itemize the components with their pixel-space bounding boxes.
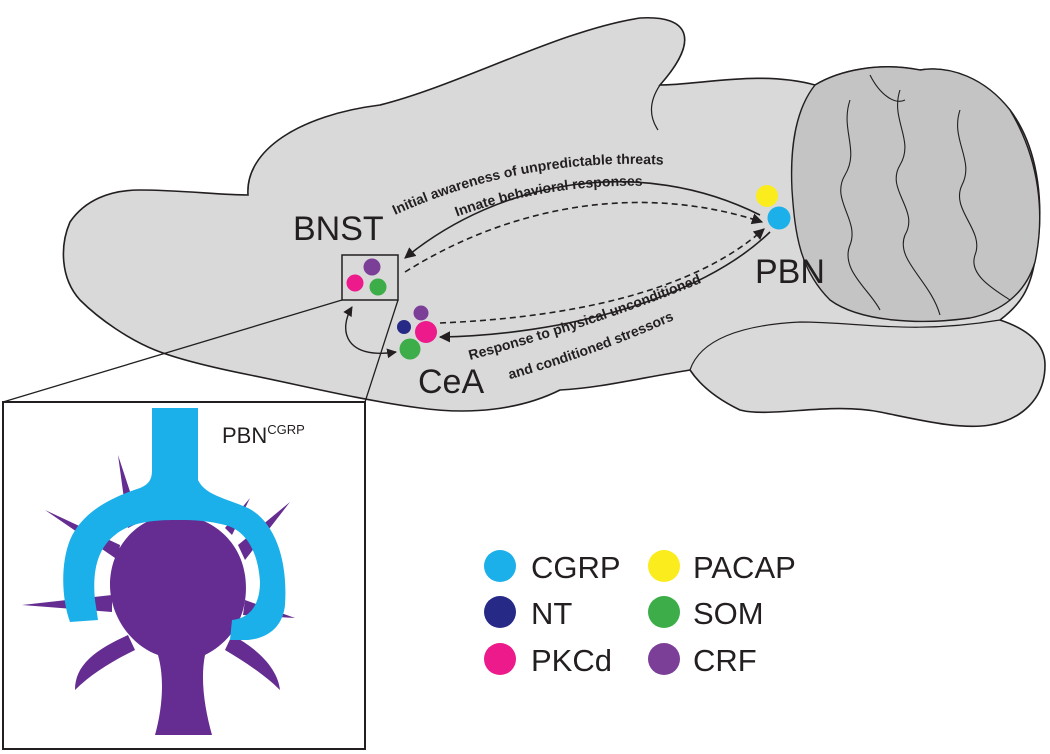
cerebellum-fold bbox=[895, 89, 941, 316]
pbn-pacap-cell bbox=[756, 185, 778, 207]
cgrp-axon-terminal bbox=[63, 408, 286, 640]
legend-nt-label: NT bbox=[531, 596, 572, 631]
bnst-to-pbn-arrow bbox=[404, 201, 764, 273]
legend-pkcd-label: PKCd bbox=[531, 643, 612, 678]
legend-cgrp-label: CGRP bbox=[531, 550, 621, 585]
legend-pacap-label: PACAP bbox=[693, 550, 796, 585]
neuron-dendrite bbox=[225, 635, 280, 690]
legend-som-swatch bbox=[648, 596, 680, 628]
brain-contour bbox=[650, 84, 661, 131]
legend-nt-swatch bbox=[484, 596, 516, 628]
legend-crf-label: CRF bbox=[693, 643, 757, 678]
neuron-soma bbox=[110, 515, 246, 735]
cea-crf-cell bbox=[413, 305, 429, 321]
pbn-cgrp-cell bbox=[767, 206, 791, 230]
cerebellum bbox=[790, 66, 1041, 323]
legend-crf-swatch bbox=[648, 643, 680, 675]
legend-pacap-swatch bbox=[648, 550, 680, 582]
cea-som-cell bbox=[399, 338, 421, 360]
cerebellum-fold bbox=[957, 109, 1011, 301]
bnst-label: BNST bbox=[293, 210, 384, 248]
cea-nt-cell bbox=[397, 320, 411, 334]
cerebellum-fold bbox=[869, 74, 906, 102]
zoom-line bbox=[2, 299, 343, 403]
legend-cgrp-swatch bbox=[484, 550, 516, 582]
cea-label: CeA bbox=[418, 363, 484, 401]
legend-som-label: SOM bbox=[693, 596, 764, 631]
bnst-pkcd-cell bbox=[346, 274, 364, 292]
cerebellum-fold bbox=[840, 99, 881, 311]
legend-pkcd-swatch bbox=[484, 643, 516, 675]
bnst-crf-cell bbox=[363, 258, 381, 276]
zoom-line bbox=[364, 299, 399, 403]
inset-title: PBNCGRP bbox=[222, 422, 305, 448]
cea-to-pbn-arrow bbox=[439, 228, 765, 324]
bnst-som-cell bbox=[369, 278, 387, 296]
neuron-dendrite bbox=[75, 635, 135, 690]
legend: CGRP PACAP NT SOM PKCd CRF bbox=[484, 550, 796, 678]
cea-pkcd-cell bbox=[415, 321, 437, 343]
pbn-to-bnst-arrow bbox=[404, 180, 761, 259]
pbn-label: PBN bbox=[755, 253, 825, 291]
brain-contour bbox=[689, 319, 1001, 371]
pbn-to-cea-arrow bbox=[438, 231, 771, 343]
